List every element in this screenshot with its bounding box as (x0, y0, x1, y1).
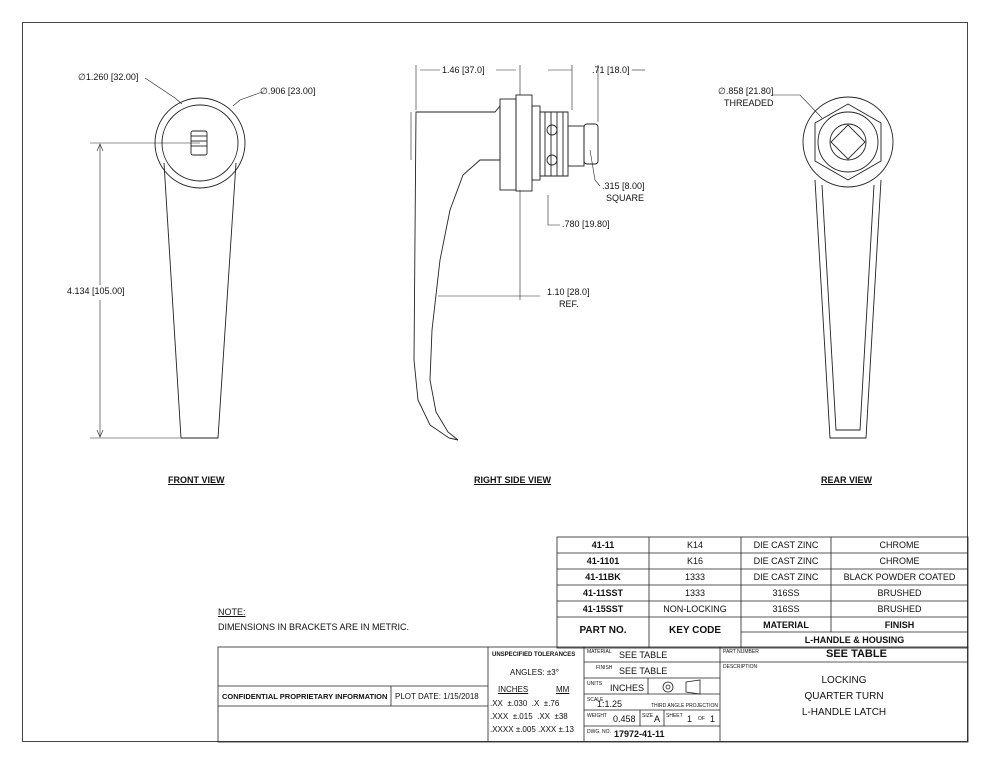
dwg-lbl: DWG. NO. (587, 729, 611, 735)
scale-val: 1:1.25 (597, 699, 623, 709)
side-dim-d: 1.10 [28.0] (547, 287, 590, 297)
size-lbl: SIZE (642, 713, 654, 719)
rear-view-label: REAR VIEW (821, 475, 873, 485)
front-view-drawing (90, 77, 263, 439)
sheet-val: 1 (687, 714, 693, 724)
projection-label: THIRD ANGLE PROJECTION (651, 703, 718, 709)
partnum-lbl: PART NUMBER (723, 649, 759, 655)
side-dim-c: .780 [19.80] (562, 219, 610, 229)
material-val: SEE TABLE (619, 650, 668, 660)
side-dim-square: .315 [8.00] (602, 181, 645, 191)
key-code-cell: 1333 (684, 572, 706, 582)
dwg-number: 17972-41-11 (614, 729, 665, 739)
side-dim-square-note: SQUARE (606, 193, 645, 203)
material-lbl: MATERIAL (587, 649, 612, 655)
group-label: L-HANDLE & HOUSING (804, 635, 905, 645)
tol-angles: ANGLES: ±3° (510, 668, 559, 677)
rear-view-drawing (772, 94, 894, 439)
of-lbl: OF (698, 716, 705, 722)
weight-lbl: WEIGHT (587, 713, 607, 719)
material-cell: DIE CAST ZINC (753, 556, 819, 566)
partnum-val: SEE TABLE (826, 648, 887, 660)
head-material: MATERIAL (763, 620, 809, 630)
note-text: DIMENSIONS IN BRACKETS ARE IN METRIC. (218, 622, 410, 632)
front-outer-dim: ∅1.260 [32.00] (78, 72, 139, 82)
units-lbl: UNITS (587, 681, 602, 687)
front-inner-dim: ∅.906 [23.00] (260, 86, 316, 96)
side-view-label: RIGHT SIDE VIEW (474, 475, 552, 485)
sheet-lbl: SHEET (666, 713, 683, 719)
part-no-cell: 41-1101 (586, 556, 620, 566)
plot-date: PLOT DATE: 1/15/2018 (395, 692, 479, 701)
desc-line-2: QUARTER TURN (804, 691, 884, 702)
weight-val: 0.458 (613, 714, 636, 724)
material-cell: 316SS (772, 588, 800, 598)
rear-thread-dim: ∅.858 [21.80] (718, 86, 774, 96)
units-val: INCHES (610, 683, 645, 693)
front-view-label: FRONT VIEW (168, 475, 225, 485)
tol-row: .XXXX ±.005 .XXX ±.13 (490, 725, 574, 734)
desc-line-1: LOCKING (821, 675, 867, 686)
desc-lbl: DESCRIPTION (723, 664, 758, 670)
key-code-cell: K14 (686, 540, 703, 550)
tol-title: UNSPECIFIED TOLERANCES (492, 652, 576, 658)
side-dim-a: 1.46 [37.0] (442, 65, 485, 75)
scale-lbl: SCALE (587, 697, 604, 703)
material-cell: 316SS (772, 604, 800, 614)
side-dim-d-note: REF. (559, 299, 579, 309)
rear-thread-note: THREADED (724, 98, 774, 108)
note-title: NOTE: (218, 607, 246, 617)
head-key-code: KEY CODE (668, 625, 722, 636)
finish-cell: CHROME (879, 540, 920, 550)
finish-cell: BRUSHED (877, 588, 922, 598)
desc-line-3: L-HANDLE LATCH (801, 707, 887, 718)
head-part-no: PART NO. (579, 625, 627, 636)
size-val: A (654, 714, 661, 724)
front-height-dim: 4.134 [105.00] (67, 286, 125, 296)
finish-val: SEE TABLE (619, 666, 668, 676)
side-dim-b: .71 [18.0] (592, 65, 630, 75)
key-code-cell: 1333 (684, 588, 706, 598)
confidential-label: CONFIDENTIAL PROPRIETARY INFORMATION (222, 692, 388, 701)
tol-inches-head: INCHES (498, 685, 529, 694)
finish-cell: BRUSHED (877, 604, 922, 614)
tol-row: .XXX ±.015 .XX ±38 (490, 712, 568, 721)
sheet-total: 1 (710, 714, 716, 724)
material-cell: DIE CAST ZINC (753, 572, 819, 582)
part-no-cell: 41-11BK (585, 572, 621, 582)
finish-lbl: FINISH (596, 665, 613, 671)
key-code-cell: NON-LOCKING (663, 604, 727, 614)
tol-mm-head: MM (556, 685, 570, 694)
part-no-cell: 41-11SST (582, 588, 624, 598)
head-finish: FINISH (884, 620, 915, 630)
part-no-cell: 41-11 (591, 540, 615, 550)
key-code-cell: K16 (686, 556, 703, 566)
material-cell: DIE CAST ZINC (753, 540, 819, 550)
finish-cell: CHROME (879, 556, 920, 566)
tol-row: .XX ±.030 .X ±.76 (490, 699, 560, 708)
drawing-frame (22, 22, 968, 742)
tables-lines (217, 536, 969, 743)
part-no-cell: 41-15SST (582, 604, 624, 614)
side-view-drawing (410, 65, 645, 441)
finish-cell: BLACK POWDER COATED (843, 572, 956, 582)
